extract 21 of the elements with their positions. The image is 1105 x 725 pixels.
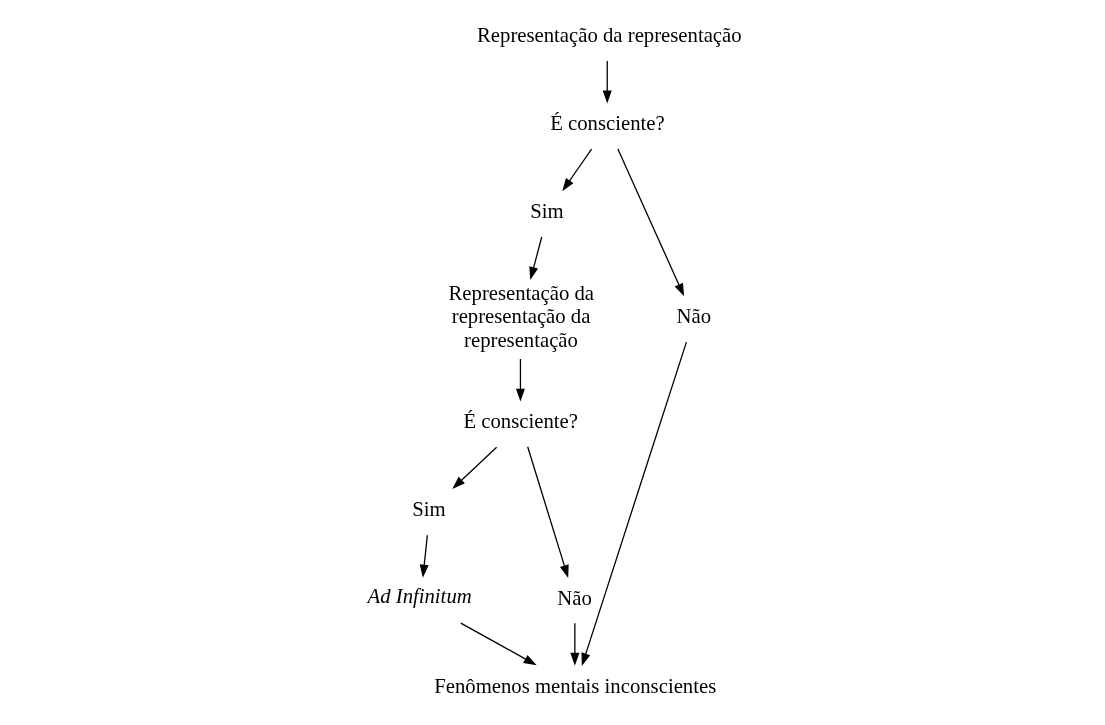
node-text: É consciente? [463, 410, 578, 433]
arrow [581, 341, 688, 667]
node-text: Não [676, 305, 712, 328]
node-text: Não [557, 586, 592, 609]
arrow [515, 358, 525, 402]
node-text: Ad Infinitum [367, 585, 472, 608]
node-text: Fenômenos mentais inconscientes [434, 674, 717, 697]
arrow [527, 446, 569, 578]
node-text: Representação da representação da representação [448, 282, 595, 351]
arrow [419, 534, 429, 578]
node-text: Sim [412, 498, 446, 521]
arrow [602, 60, 612, 104]
node-text: Representação da representação [477, 24, 742, 47]
arrow [452, 446, 498, 489]
arrow [460, 622, 537, 666]
arrow [529, 236, 543, 280]
arrow [570, 622, 580, 666]
arrow [562, 148, 593, 192]
node-text: Sim [530, 200, 564, 223]
arrow [617, 148, 685, 297]
node-text: É consciente? [550, 112, 665, 135]
